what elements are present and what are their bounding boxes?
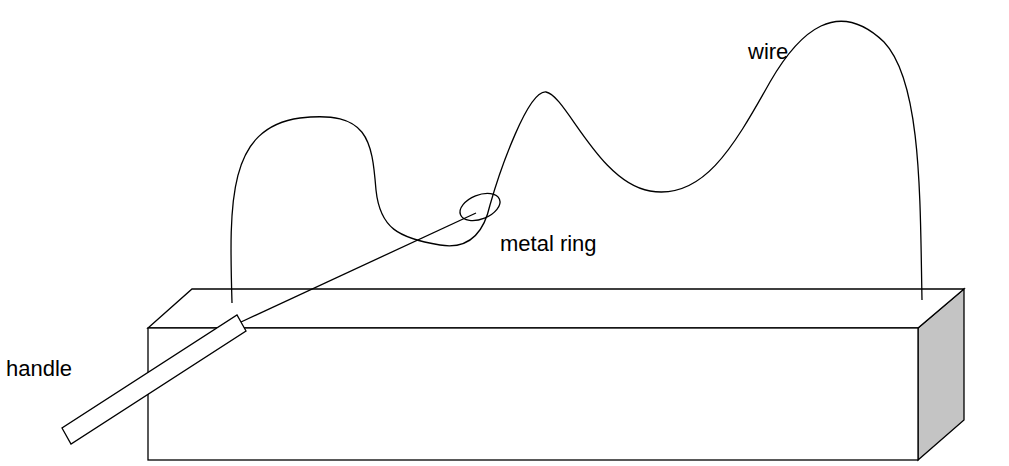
block-front-face — [148, 328, 918, 460]
handle — [62, 315, 246, 444]
part-label: metal ring — [500, 232, 597, 256]
wire-label: wire — [748, 40, 788, 64]
part-label: handle — [6, 357, 72, 381]
wire — [231, 21, 922, 303]
rod — [241, 213, 476, 322]
metal-ring — [456, 188, 504, 226]
